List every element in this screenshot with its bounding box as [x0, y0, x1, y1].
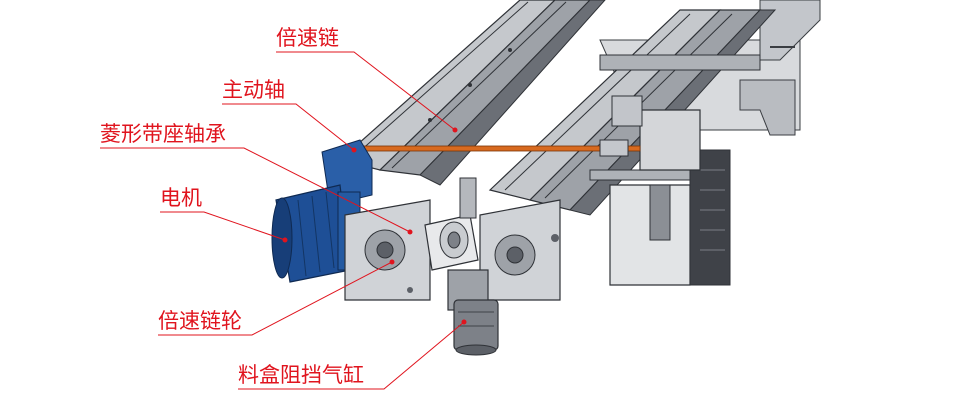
motor [271, 139, 373, 283]
leader-line-speed-chain [276, 51, 456, 131]
leader-markers [282, 127, 467, 325]
marker-speed-chain [452, 127, 458, 133]
label-drive-shaft: 主动轴 [222, 78, 285, 102]
marker-motor [282, 237, 288, 243]
flange-bearing [424, 177, 479, 271]
marker-flange-bearing [407, 229, 413, 235]
leader-line-speed-sprocket [158, 261, 393, 336]
label-motor: 电机 [160, 186, 202, 210]
leader-line-flange-bearing [100, 147, 411, 233]
cross-beams [589, 54, 761, 181]
leader-line-motor [160, 211, 286, 241]
leader-lines [100, 51, 465, 390]
marker-box-stop-cylinder [461, 319, 467, 325]
leader-line-box-stop-cylinder [238, 321, 465, 390]
left-conveyor-rail [338, 0, 606, 186]
label-flange-bearing: 菱形带座轴承 [100, 122, 226, 146]
marker-drive-shaft [351, 147, 357, 153]
sprocket-housing [344, 199, 561, 301]
leader-line-drive-shaft [222, 103, 355, 151]
label-box-stop-cylinder: 料盒阻挡气缸 [238, 363, 364, 387]
right-stand [609, 95, 731, 286]
label-speed-chain: 倍速链 [276, 26, 339, 50]
marker-speed-sprocket [389, 259, 395, 265]
box-stop-cylinder [447, 269, 499, 356]
label-speed-sprocket: 倍速链轮 [158, 309, 242, 333]
